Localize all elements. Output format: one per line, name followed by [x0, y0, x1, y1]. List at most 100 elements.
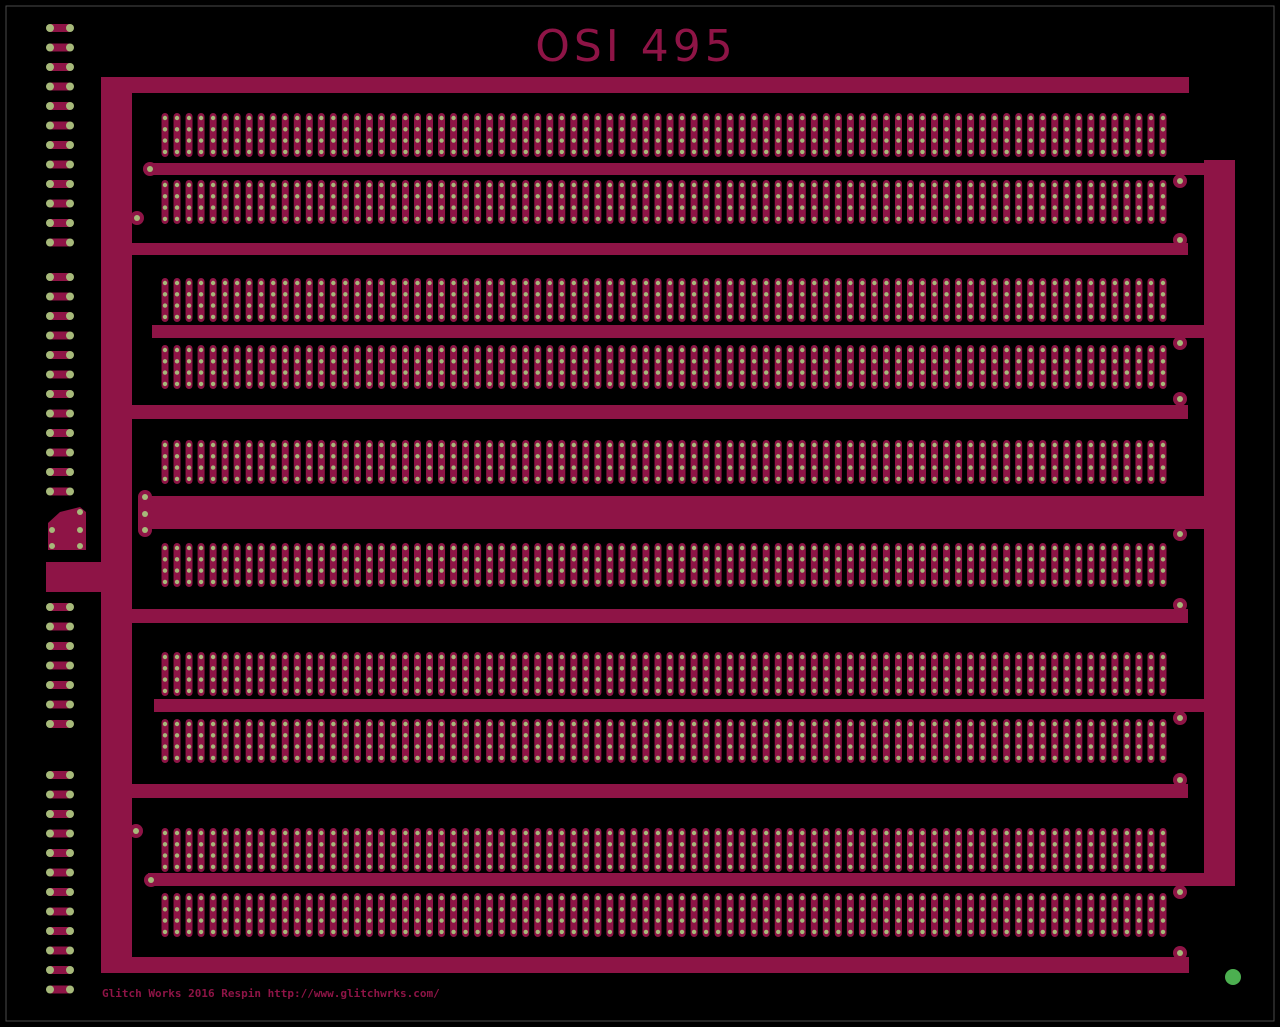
strip-pad	[1123, 180, 1131, 224]
strip-hole	[764, 205, 769, 210]
strip-pad	[582, 828, 590, 872]
strip-pad	[750, 278, 758, 322]
strip-hole	[379, 721, 384, 727]
strip-hole	[198, 149, 204, 155]
strip-hole	[547, 666, 552, 671]
strip-pad	[498, 893, 506, 937]
strip-hole	[343, 303, 348, 308]
strip-hole	[355, 465, 360, 470]
strip-hole	[848, 442, 853, 448]
strip-pad	[221, 893, 229, 937]
strip-hole	[547, 347, 552, 353]
strip-pad	[654, 828, 662, 872]
strip-hole	[607, 280, 613, 286]
strip-hole	[848, 568, 853, 573]
strip-hole	[1064, 688, 1070, 694]
strip-hole	[1028, 744, 1033, 749]
strip-hole	[788, 370, 793, 375]
strip-hole	[679, 149, 685, 155]
edge-pad-link	[48, 927, 72, 935]
strip-hole	[295, 721, 300, 727]
strip-hole	[679, 442, 685, 448]
strip-pad	[558, 543, 566, 587]
strip-hole	[679, 654, 685, 660]
strip-hole	[415, 216, 420, 222]
strip-hole	[1064, 842, 1070, 847]
strip-hole	[655, 733, 661, 738]
strip-pad	[702, 893, 710, 937]
strip-hole	[1052, 314, 1057, 320]
strip-pad	[654, 893, 662, 937]
strip-hole	[643, 442, 649, 448]
strip-hole	[295, 194, 300, 199]
strip-hole	[667, 744, 673, 749]
strip-hole	[427, 194, 432, 199]
edge-pad-link	[48, 141, 72, 149]
strip-hole	[751, 205, 757, 210]
strip-hole	[295, 842, 300, 847]
strip-hole	[703, 149, 709, 155]
rail-end-hole	[1177, 237, 1183, 243]
strip-hole	[451, 830, 456, 836]
strip-hole	[258, 454, 264, 459]
strip-hole	[487, 127, 492, 132]
strip-hole	[559, 688, 564, 694]
strip-hole	[715, 579, 721, 585]
strip-pad	[462, 652, 470, 696]
strip-hole	[1160, 545, 1166, 551]
strip-hole	[1052, 830, 1057, 836]
strip-pad	[1099, 180, 1107, 224]
strip-hole	[992, 138, 997, 143]
strip-hole	[174, 292, 180, 297]
strip-pad	[702, 828, 710, 872]
strip-hole	[234, 568, 240, 573]
strip-pad	[341, 345, 349, 389]
strip-hole	[727, 476, 733, 482]
strip-hole	[1004, 830, 1009, 836]
strip-hole	[1112, 721, 1118, 727]
strip-hole	[283, 381, 288, 387]
strip-pad	[786, 828, 794, 872]
strip-hole	[1148, 557, 1154, 562]
strip-hole	[703, 194, 709, 199]
strip-pad	[870, 345, 878, 389]
strip-pad	[834, 828, 842, 872]
strip-hole	[571, 205, 577, 210]
strip-hole	[1016, 280, 1021, 286]
strip-hole	[583, 476, 589, 482]
strip-hole	[1148, 292, 1154, 297]
strip-hole	[391, 842, 396, 847]
strip-hole	[860, 205, 865, 210]
strip-hole	[547, 303, 552, 308]
strip-hole	[836, 476, 841, 482]
strip-pad	[846, 345, 854, 389]
strip-hole	[487, 545, 492, 551]
strip-pad	[534, 828, 542, 872]
strip-hole	[1088, 292, 1094, 297]
strip-hole	[751, 381, 757, 387]
strip-hole	[631, 127, 637, 132]
strip-hole	[162, 182, 168, 188]
strip-hole	[427, 744, 432, 749]
strip-hole	[174, 568, 180, 573]
strip-hole	[1004, 677, 1009, 682]
strip-hole	[1124, 314, 1130, 320]
strip-hole	[751, 115, 757, 121]
strip-hole	[499, 476, 504, 482]
strip-pad	[762, 278, 770, 322]
strip-pad	[317, 278, 325, 322]
strip-hole	[932, 744, 937, 749]
strip-hole	[439, 359, 444, 364]
strip-hole	[1124, 149, 1130, 155]
strip-hole	[331, 568, 336, 573]
strip-hole	[764, 216, 769, 222]
strip-hole	[667, 454, 673, 459]
strip-pad	[1135, 440, 1143, 484]
strip-hole	[1016, 755, 1021, 761]
strip-hole	[186, 138, 192, 143]
strip-hole	[222, 579, 228, 585]
strip-hole	[679, 138, 685, 143]
strip-pad	[738, 180, 746, 224]
strip-hole	[896, 149, 901, 155]
strip-hole	[403, 830, 408, 836]
